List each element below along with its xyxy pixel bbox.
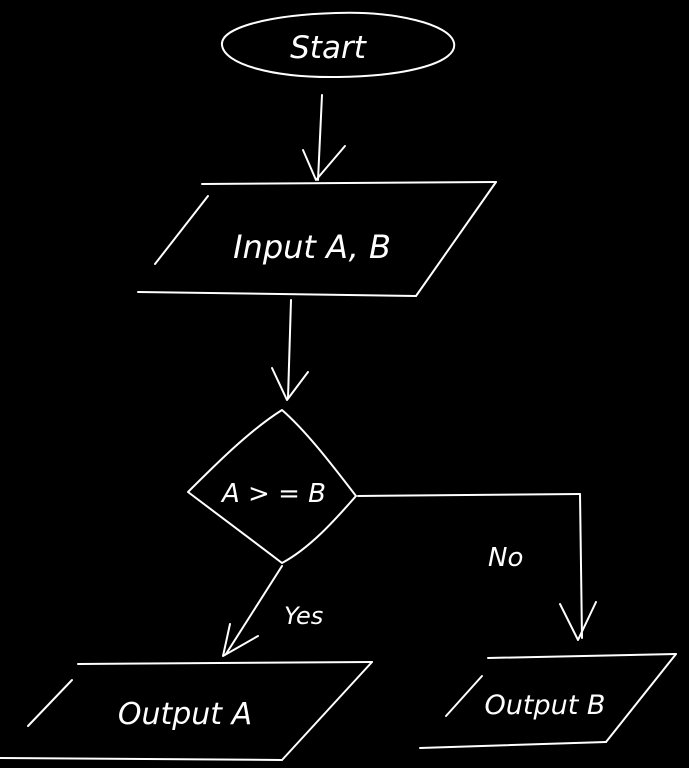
start-node: Start bbox=[221, 11, 456, 79]
output-a-node: Output A bbox=[0, 661, 373, 761]
yes-edge-label: Yes bbox=[284, 602, 323, 630]
start-label: Start bbox=[290, 30, 368, 66]
edge-decision-no: No bbox=[357, 493, 597, 641]
edge-decision-yes: Yes bbox=[222, 565, 323, 657]
edge-start-to-input bbox=[302, 94, 346, 181]
no-edge-label: No bbox=[488, 543, 523, 573]
output-b-label: Output B bbox=[485, 690, 606, 721]
decision-node: A > = B bbox=[187, 409, 357, 564]
decision-label: A > = B bbox=[220, 479, 326, 509]
edge-input-to-decision bbox=[271, 299, 309, 401]
input-node: Input A, B bbox=[137, 181, 497, 297]
output-a-label: Output A bbox=[118, 697, 252, 732]
input-label: Input A, B bbox=[233, 228, 391, 266]
output-b-node: Output B bbox=[419, 653, 677, 749]
